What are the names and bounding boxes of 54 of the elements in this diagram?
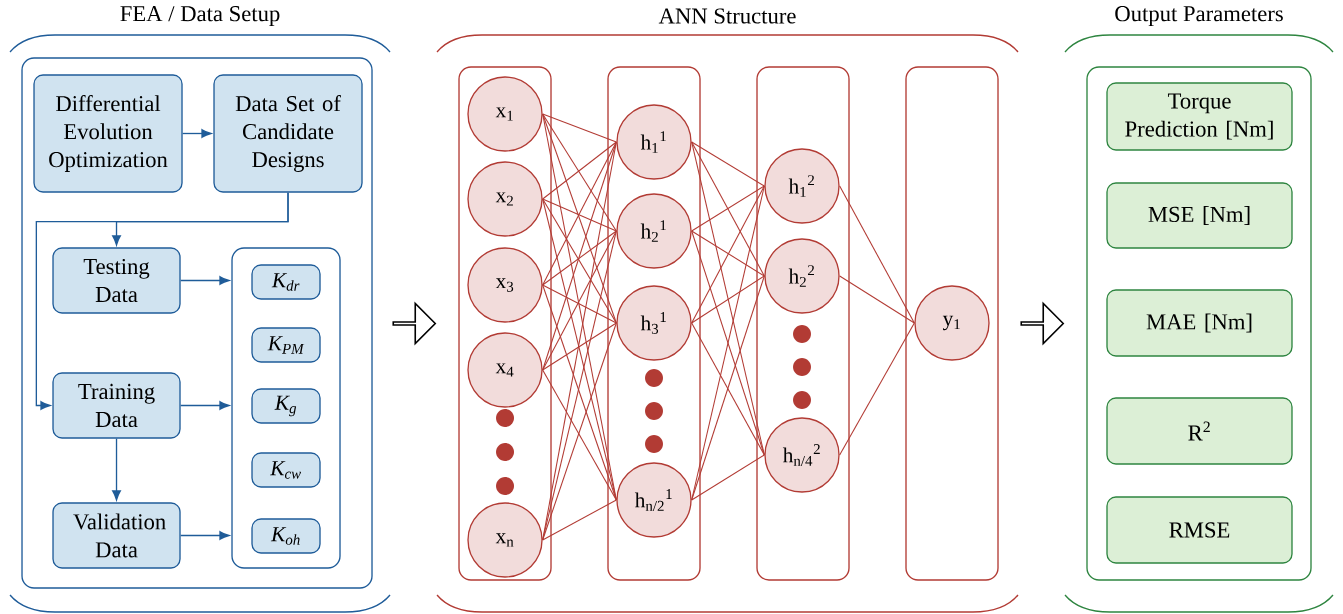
process-box: Data Set of Candidate Designs: [213, 74, 363, 193]
connection-line: [542, 322, 617, 541]
connection-line: [542, 141, 617, 371]
section-title: ANN Structure: [658, 8, 796, 24]
connection-line: [691, 141, 765, 187]
connection-line: [839, 185, 915, 324]
arrow: [180, 401, 230, 410]
output-box: R$^{2}$: [1106, 397, 1293, 465]
connection-line: [542, 198, 617, 324]
parameter-box: K$_{oh}$: [251, 518, 321, 554]
output-box: RMSE: [1106, 496, 1293, 564]
arrow: [182, 129, 212, 138]
connection-line: [691, 454, 765, 501]
arrow: [112, 438, 121, 501]
output-box: Torque Prediction [Nm]: [1106, 82, 1293, 151]
connection-line: [691, 141, 765, 277]
parameter-box: K$_{dr}$: [251, 264, 321, 300]
connection-line: [542, 113, 617, 501]
arrow: [180, 276, 230, 285]
connection-line: [542, 499, 617, 541]
output-box: MSE [Nm]: [1106, 182, 1293, 249]
connection-line: [839, 322, 915, 456]
parameter-box: K$_{cw}$: [251, 452, 321, 488]
connection-line: [542, 141, 617, 286]
connection-line: [691, 322, 765, 456]
connection-line: [542, 230, 617, 286]
connection-line: [542, 141, 617, 200]
section-title: FEA / Data Setup: [120, 6, 280, 26]
connection-line: [691, 230, 765, 277]
connection-line: [691, 185, 765, 324]
arrow: [35, 192, 289, 410]
section-title: Output Parameters: [1115, 6, 1283, 26]
connection-line: [542, 284, 617, 324]
connection-line: [691, 185, 765, 232]
parameter-box: K$_{g}$: [251, 388, 321, 424]
connection-line: [691, 230, 765, 456]
output-box: MAE [Nm]: [1106, 289, 1293, 357]
connection-line: [542, 198, 617, 232]
connection-line: [691, 275, 765, 501]
connection-line: [542, 230, 617, 371]
connection-line: [839, 275, 915, 324]
connection-line: [691, 275, 765, 324]
process-box: Training Data: [52, 372, 181, 439]
parameter-box: K$_{PM}$: [251, 327, 321, 363]
process-box: Validation Data: [52, 502, 181, 569]
connection-line: [542, 322, 617, 371]
connection-line: [542, 369, 617, 501]
process-box: Testing Data: [52, 247, 181, 314]
connection-line: [542, 284, 617, 501]
connection-line: [542, 113, 617, 143]
connection-line: [542, 141, 617, 541]
arrow: [180, 531, 230, 540]
process-box: Differential Evolution Optimization: [33, 74, 183, 193]
connection-line: [542, 113, 617, 232]
